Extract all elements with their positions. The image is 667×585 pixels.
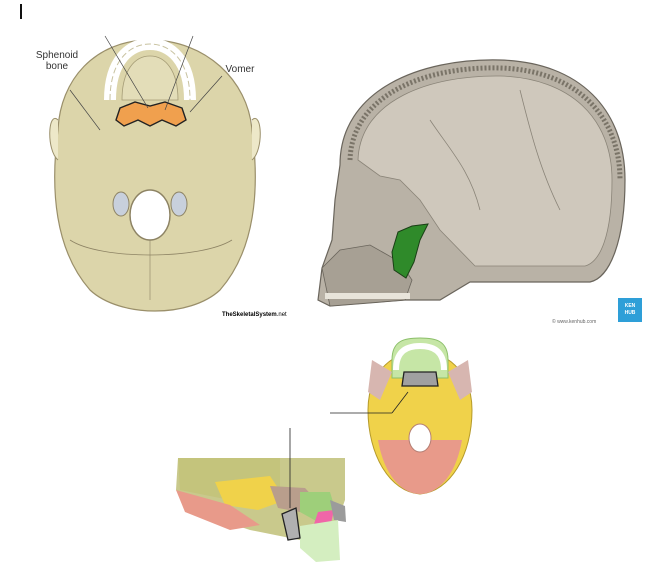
sphenoid-bone-label: Sphenoid bone <box>35 50 79 72</box>
vomer-label: Vomer <box>225 64 255 75</box>
text-cursor <box>20 4 22 19</box>
skeletal-system-logo: TheSkeletalSystem.net <box>222 312 287 318</box>
kenhub-credit: © www.kenhub.com <box>552 319 597 325</box>
kenhub-badge: KEN HUB <box>618 298 642 322</box>
